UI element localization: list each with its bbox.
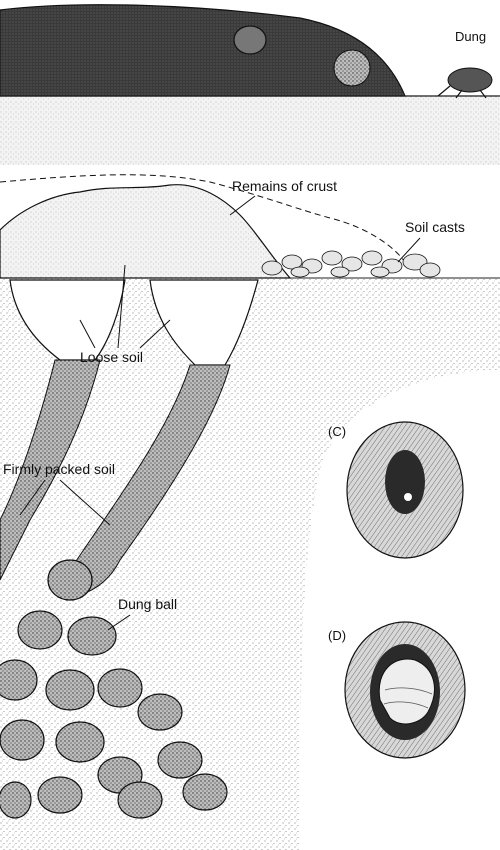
beetle-on-pat xyxy=(233,25,267,55)
label-dung: Dung xyxy=(455,29,486,44)
soil-casts xyxy=(261,250,441,278)
label-remains-of-crust: Remains of crust xyxy=(232,178,337,194)
dung-pat xyxy=(0,4,406,97)
tunnels xyxy=(0,359,231,596)
brood-balls xyxy=(0,559,228,819)
panel-c xyxy=(346,421,464,559)
label-panel-c: (C) xyxy=(328,424,346,439)
loose-soil-funnels xyxy=(9,279,259,366)
label-firmly-packed-soil: Firmly packed soil xyxy=(3,461,115,477)
top-panel: Dung xyxy=(0,4,500,165)
panel-d xyxy=(344,621,466,759)
top-soil xyxy=(0,95,500,165)
cross-section-panel: (C) (D) Remains of crust Soil casts Loos… xyxy=(0,174,500,850)
label-panel-d: (D) xyxy=(328,628,346,643)
dung-ball-small xyxy=(333,49,371,87)
crust-remains xyxy=(0,184,292,279)
original-pat-outline xyxy=(0,174,406,263)
label-loose-soil: Loose soil xyxy=(80,349,143,365)
larva-icon xyxy=(378,658,435,725)
beetle-icon xyxy=(437,67,493,99)
label-soil-casts: Soil casts xyxy=(405,219,465,235)
label-dung-ball: Dung ball xyxy=(118,596,177,612)
